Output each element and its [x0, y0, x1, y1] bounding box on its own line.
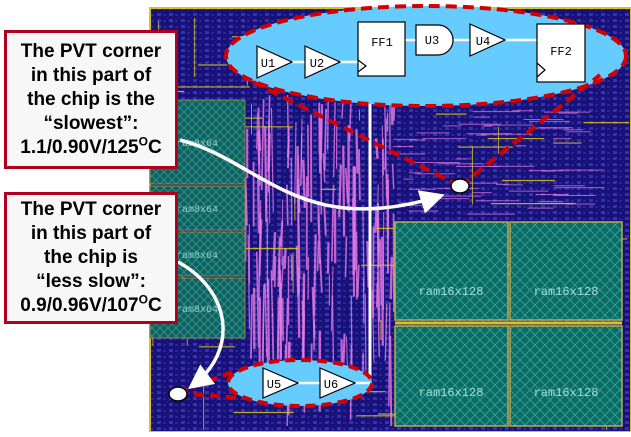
cell-label-u5: U5 — [267, 378, 281, 392]
routing-wire — [394, 266, 395, 300]
routing-wire — [380, 239, 381, 305]
routing-wire — [288, 136, 289, 169]
callout-mid-line-2: in this part of — [20, 222, 161, 246]
routing-wire — [268, 279, 269, 362]
routing-wire — [391, 257, 392, 299]
routing-wire — [265, 126, 266, 222]
cell-label-u1: U1 — [261, 57, 275, 71]
routing-wire — [367, 241, 368, 288]
cell-label-u4: U4 — [476, 35, 490, 49]
callout-mid-line-4: “less slow”: — [20, 270, 161, 294]
cell-label-u3: U3 — [425, 34, 439, 48]
routing-wire — [390, 336, 391, 426]
routing-wire — [285, 249, 286, 269]
callout-mid-line-5: 0.9/0.96V/107OC — [20, 294, 161, 318]
routing-wire — [387, 174, 388, 273]
top-path-ellipse: U1 U2 FF1 U3 U4 FF2 — [226, 6, 626, 106]
large-macro-2 — [510, 222, 622, 320]
callout-mid-line-3: the chip is — [20, 246, 161, 270]
callout-top-line-2: in this part of — [20, 64, 161, 88]
cell-label-ff1: FF1 — [371, 36, 393, 50]
large-macro-4 — [510, 326, 622, 426]
large-macro-3 — [395, 326, 508, 426]
callout-top-unit: C — [148, 137, 162, 158]
routing-wire — [328, 101, 329, 150]
slowest-corner-callout: The PVT corner in this part of the chip … — [4, 30, 178, 169]
routing-wire — [251, 294, 252, 358]
cell-label-u2: U2 — [310, 57, 324, 71]
routing-wire — [345, 236, 346, 277]
routing-wire — [356, 129, 357, 173]
routing-wire — [308, 125, 309, 197]
large-macro-1 — [395, 222, 508, 320]
cell-label-u6: U6 — [324, 378, 338, 392]
routing-wire — [376, 138, 377, 158]
callout-top-degree: O — [139, 134, 148, 148]
routing-wire — [359, 149, 360, 200]
routing-wire — [382, 125, 383, 209]
large-macro-label-2: ram16x128 — [534, 285, 599, 299]
routing-wire — [358, 265, 359, 297]
routing-wire — [318, 241, 319, 271]
routing-wire — [343, 334, 344, 363]
callout-mid-degree: O — [139, 293, 148, 307]
less-slow-corner-callout: The PVT corner in this part of the chip … — [4, 192, 178, 324]
cell-label-ff2: FF2 — [550, 45, 572, 59]
small-macro-label-4: ram8x64 — [176, 305, 218, 316]
bottom-path-ellipse: U5 U6 — [228, 360, 372, 406]
callout-top-line-3: the chip is the — [20, 88, 161, 112]
less-slow-location-marker — [169, 387, 187, 401]
small-macro-label-3: ram8x64 — [176, 251, 218, 262]
large-macro-label-4: ram16x128 — [534, 386, 599, 400]
routing-wire — [259, 130, 260, 151]
large-macro-label-1: ram16x128 — [419, 285, 484, 299]
routing-wire — [272, 313, 273, 359]
slowest-location-marker — [451, 179, 469, 193]
routing-wire — [382, 237, 383, 346]
routing-wire — [343, 145, 344, 236]
callout-top-line-5: 1.1/0.90V/125OC — [20, 136, 161, 160]
callout-top-value: 1.1/0.90V/125 — [20, 137, 138, 158]
routing-wire — [321, 104, 322, 159]
callout-mid-line-1: The PVT corner — [20, 198, 161, 222]
large-macro-label-3: ram16x128 — [419, 386, 484, 400]
routing-wire — [291, 255, 292, 281]
small-macro-label-2: ram8x64 — [176, 205, 218, 216]
callout-mid-value: 0.9/0.96V/107 — [20, 295, 138, 316]
callout-top-line-4: “slowest”: — [20, 112, 161, 136]
routing-wire — [303, 301, 304, 336]
routing-wire — [275, 256, 276, 287]
callout-mid-unit: C — [148, 295, 162, 316]
routing-wire — [258, 174, 259, 233]
large-macro-group: ram16x128 ram16x128 ram16x128 ram16x128 — [395, 222, 622, 426]
callout-top-line-1: The PVT corner — [20, 40, 161, 64]
routing-wire — [269, 130, 270, 223]
